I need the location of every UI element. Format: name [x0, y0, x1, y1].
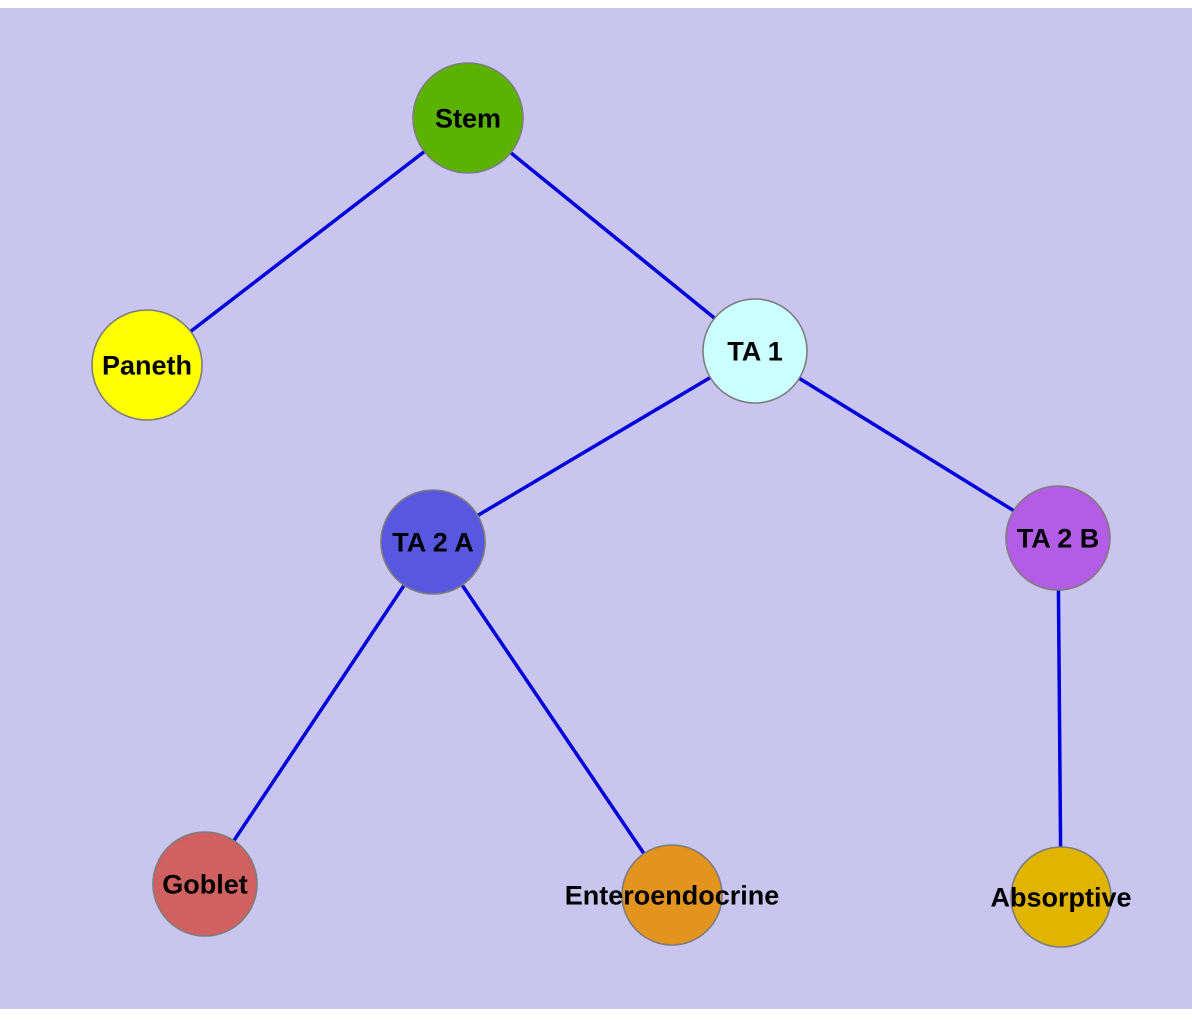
- edge-stem-paneth: [145, 116, 470, 367]
- node-circle-paneth[interactable]: [91, 309, 203, 421]
- node-circle-stem[interactable]: [412, 62, 524, 174]
- edge-ta2a-enteroendocrine: [431, 541, 674, 896]
- node-circle-goblet[interactable]: [152, 831, 258, 937]
- node-circle-absorptive[interactable]: [1010, 846, 1112, 948]
- edge-layer: [145, 116, 1063, 898]
- node-stem[interactable]: Stem: [412, 62, 524, 174]
- edge-ta1-ta2b: [754, 349, 1059, 540]
- node-goblet[interactable]: Goblet: [152, 831, 258, 937]
- node-circle-ta1[interactable]: [702, 298, 808, 404]
- node-ta1[interactable]: TA 1: [702, 298, 808, 404]
- edge-ta1-ta2a: [432, 349, 756, 544]
- node-paneth[interactable]: Paneth: [91, 309, 203, 421]
- edge-stem-ta1: [466, 116, 757, 353]
- edge-ta2a-goblet: [203, 541, 435, 885]
- node-ta2a[interactable]: TA 2 A: [380, 489, 486, 595]
- node-circle-enteroendocrine[interactable]: [621, 844, 723, 946]
- node-circle-ta2b[interactable]: [1005, 485, 1111, 591]
- node-ta2b[interactable]: TA 2 B: [1005, 485, 1111, 591]
- node-circle-ta2a[interactable]: [380, 489, 486, 595]
- edge-ta2b-absorptive: [1056, 537, 1063, 898]
